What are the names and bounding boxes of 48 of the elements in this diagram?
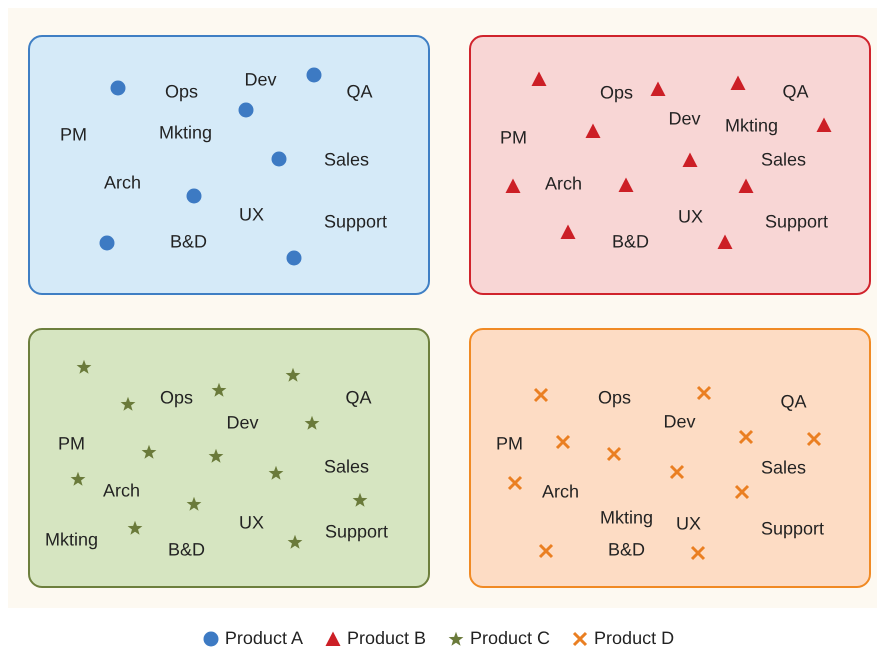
role-label: QA: [782, 81, 808, 102]
role-label: UX: [676, 513, 701, 534]
role-label: Mkting: [45, 529, 98, 550]
role-label: B&D: [612, 231, 649, 252]
legend-label: Product B: [346, 628, 426, 649]
role-label: Sales: [760, 149, 806, 170]
role-label: Dev: [226, 412, 258, 433]
role-label: Dev: [244, 69, 276, 90]
role-label: Mkting: [600, 507, 653, 528]
role-label: UX: [239, 204, 264, 225]
role-label: Mkting: [725, 115, 778, 136]
role-label: Arch: [104, 172, 141, 193]
role-label: Dev: [668, 108, 700, 129]
role-label: Arch: [103, 480, 140, 501]
role-label: Sales: [324, 149, 370, 170]
role-label: Support: [324, 211, 388, 232]
role-label: Support: [324, 521, 388, 542]
group-panel: [28, 35, 430, 295]
role-label: Mkting: [159, 122, 212, 143]
role-label: B&D: [168, 539, 205, 560]
role-label: Sales: [760, 457, 806, 478]
role-label: Support: [760, 518, 824, 539]
role-label: PM: [496, 433, 523, 454]
role-label: UX: [678, 206, 703, 227]
role-label: Sales: [324, 456, 370, 477]
group-panel: [469, 328, 871, 588]
role-label: QA: [346, 387, 372, 408]
role-label: Dev: [664, 411, 696, 432]
role-label: PM: [60, 124, 87, 145]
role-label: Arch: [545, 173, 582, 194]
legend-label: Product A: [224, 628, 303, 649]
role-label: B&D: [608, 539, 645, 560]
legend-label: Product C: [470, 628, 550, 649]
role-label: Ops: [598, 387, 631, 408]
role-label: QA: [780, 391, 806, 412]
role-label: Ops: [165, 81, 198, 102]
role-label: PM: [58, 433, 85, 454]
role-label: QA: [346, 81, 372, 102]
role-label: PM: [500, 127, 527, 148]
role-label: UX: [239, 512, 264, 533]
role-label: Arch: [542, 481, 579, 502]
legend-label: Product D: [594, 628, 674, 649]
role-label: B&D: [170, 231, 207, 252]
group-panel: [469, 35, 871, 295]
role-label: Support: [764, 211, 828, 232]
role-label: Ops: [600, 82, 633, 103]
group-panel: [28, 328, 430, 588]
role-label: Ops: [160, 387, 193, 408]
